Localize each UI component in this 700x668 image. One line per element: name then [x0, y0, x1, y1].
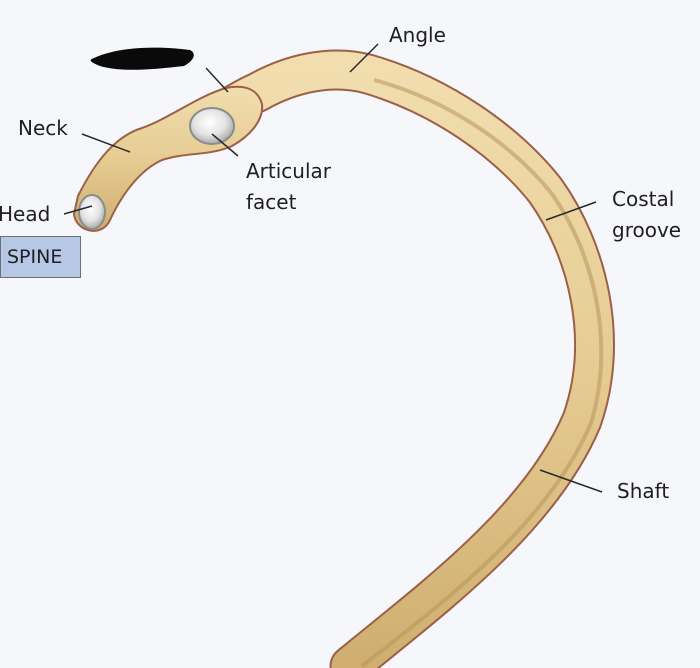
redacted-leader-line [205, 67, 229, 93]
label-costal-groove: Costal groove [612, 187, 682, 242]
costal-groove-line [360, 78, 604, 668]
head-surface [78, 194, 106, 230]
rib-bone [72, 49, 615, 668]
label-angle: Angle [389, 23, 446, 47]
spine-label-box: SPINE [0, 236, 81, 278]
redaction-mark [90, 47, 194, 70]
rib-shaft [197, 51, 613, 668]
articular-facet-leader-line [211, 133, 239, 157]
costal-groove-leader-line [545, 201, 597, 221]
label-head: Head [0, 202, 51, 226]
angle-leader-line [349, 43, 379, 73]
articular-facet-surface [189, 107, 235, 145]
head-leader-line [63, 205, 93, 215]
neck-leader-line [81, 133, 131, 153]
leader-lines [63, 43, 603, 493]
label-shaft: Shaft [617, 479, 670, 503]
shaft-leader-line [539, 469, 603, 493]
label-neck: Neck [18, 116, 68, 140]
label-articular-facet: Articular facet [246, 159, 332, 214]
